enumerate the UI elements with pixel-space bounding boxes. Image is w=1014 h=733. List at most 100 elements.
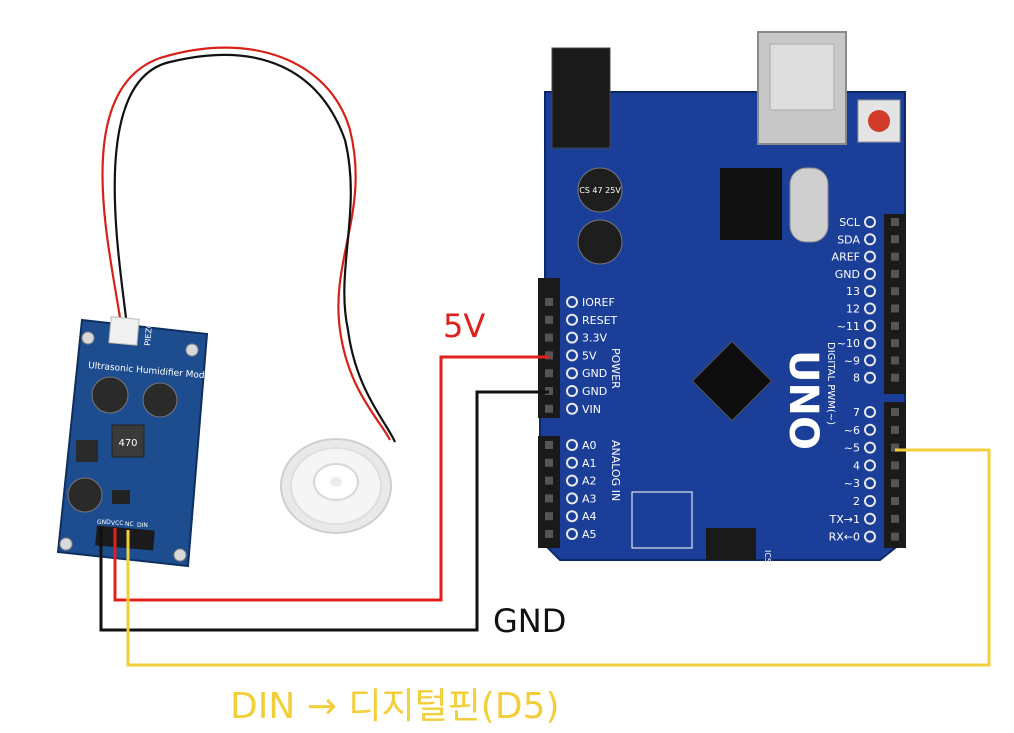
- header-pin: [891, 321, 899, 330]
- header-pin: [891, 408, 899, 416]
- pin-pad: [864, 512, 876, 525]
- pin-pad: [566, 296, 578, 308]
- piezo-cable: [101, 46, 397, 443]
- pin-pad: [864, 441, 876, 454]
- pin-pad: [566, 367, 578, 380]
- header-pin: [891, 218, 899, 226]
- pin-label: A3: [582, 492, 597, 505]
- pin-pad: [864, 285, 876, 298]
- dc-jack: [551, 47, 611, 149]
- pin-pad: [566, 349, 578, 362]
- inductor: [111, 424, 145, 458]
- cap-label: CS 47 25V: [579, 186, 621, 195]
- wire-din: [126, 448, 991, 667]
- pin-pad: [864, 216, 876, 228]
- analog-header-label: ANALOG IN: [609, 440, 622, 501]
- pin-label: 7: [853, 406, 860, 419]
- pin-pad: [864, 233, 876, 246]
- header-pin: [545, 458, 553, 467]
- pin-label: ~10: [837, 337, 860, 350]
- digital-header-top: [884, 214, 906, 394]
- header-pin: [891, 443, 899, 452]
- pin-pad: [566, 510, 578, 523]
- pin-label: ~3: [844, 477, 860, 490]
- pin-label: A1: [582, 457, 597, 470]
- label-din: DIN → 디지털핀(D5): [230, 686, 560, 727]
- digital-header-bottom: [884, 402, 906, 548]
- pin-label: 12: [846, 303, 860, 316]
- pin-label: SDA: [837, 233, 860, 246]
- arduino-uno: CS 47 25V UNO ICSP IOREF RESET 3.3V 5V GND GN…: [538, 31, 906, 568]
- pin-pad: [566, 492, 578, 505]
- uno-logo: UNO: [780, 350, 826, 450]
- pin-pad: [864, 354, 876, 367]
- aux-pin-grid: [631, 491, 693, 549]
- header-pin: [891, 339, 899, 348]
- pin-label: 5V: [582, 349, 597, 362]
- icsp-label: ICSP: [763, 550, 772, 568]
- pin-pad: [864, 371, 876, 384]
- pin-label: 4: [853, 459, 860, 472]
- header-pin: [545, 530, 553, 538]
- piezo-label: PIEZO: [143, 321, 154, 346]
- pin-label: TX→1: [829, 513, 860, 526]
- ic-chip: [76, 440, 98, 462]
- pin-label: ~6: [844, 424, 860, 437]
- digital-pin-column-bottom: 7 ~6 ~5 4 ~3 2TX→1RX←0: [829, 406, 899, 544]
- pin-pad: [566, 474, 578, 487]
- module-pin-label: GND: [97, 519, 111, 526]
- header-pin: [891, 532, 899, 541]
- module-pin-label: VCC: [111, 520, 123, 527]
- header-pin: [891, 304, 899, 313]
- pin-pad: [864, 302, 876, 315]
- label-5v: 5V: [443, 307, 485, 345]
- mount-hole: [59, 537, 73, 551]
- pin-pad: [864, 530, 876, 543]
- header-pin: [545, 298, 553, 306]
- pin-pad: [566, 313, 578, 326]
- pin-label: GND: [582, 385, 607, 398]
- pin-label: 13: [846, 285, 860, 298]
- pin-label: 3.3V: [582, 332, 607, 345]
- pin-pad: [864, 495, 876, 507]
- header-pin: [891, 235, 899, 244]
- header-pin: [891, 514, 899, 523]
- inductor-label: 470: [118, 438, 137, 449]
- mount-hole: [185, 343, 199, 357]
- pin-label: A0: [582, 439, 597, 452]
- analog-header: [538, 436, 560, 548]
- mount-hole: [81, 331, 95, 345]
- capacitor: [142, 382, 178, 418]
- pin-pad: [864, 267, 876, 280]
- pin-label: A2: [582, 475, 597, 488]
- usb-controller-chip: [720, 168, 782, 240]
- module-pin-label: NC: [125, 521, 134, 528]
- pin-label: IOREF: [582, 296, 615, 309]
- pin-pad: [566, 331, 578, 344]
- pin-label: ~5: [844, 442, 860, 455]
- header-pin: [891, 252, 899, 261]
- pin-label: 2: [853, 495, 860, 508]
- header-pin: [891, 461, 899, 470]
- pin-label: 8: [853, 372, 860, 385]
- capacitor: [91, 376, 129, 414]
- pin-label: GND: [582, 367, 607, 380]
- pin-label: VIN: [582, 403, 601, 416]
- capacitor: [577, 167, 623, 213]
- pin-pad: [566, 402, 578, 415]
- capacitor: [577, 219, 623, 265]
- capacitor: [67, 477, 103, 513]
- mount-hole: [173, 548, 187, 562]
- piezo-connector: [108, 316, 140, 346]
- header-pin: [891, 425, 899, 434]
- header-pin: [545, 315, 553, 324]
- pin-label: RESET: [582, 314, 618, 327]
- header-pin: [545, 512, 553, 521]
- pin-label: RX←0: [829, 531, 860, 544]
- header-pin: [545, 351, 553, 360]
- pin-pad: [864, 319, 876, 332]
- header-pin: [891, 479, 899, 488]
- module-pin-label: DIN: [137, 522, 148, 529]
